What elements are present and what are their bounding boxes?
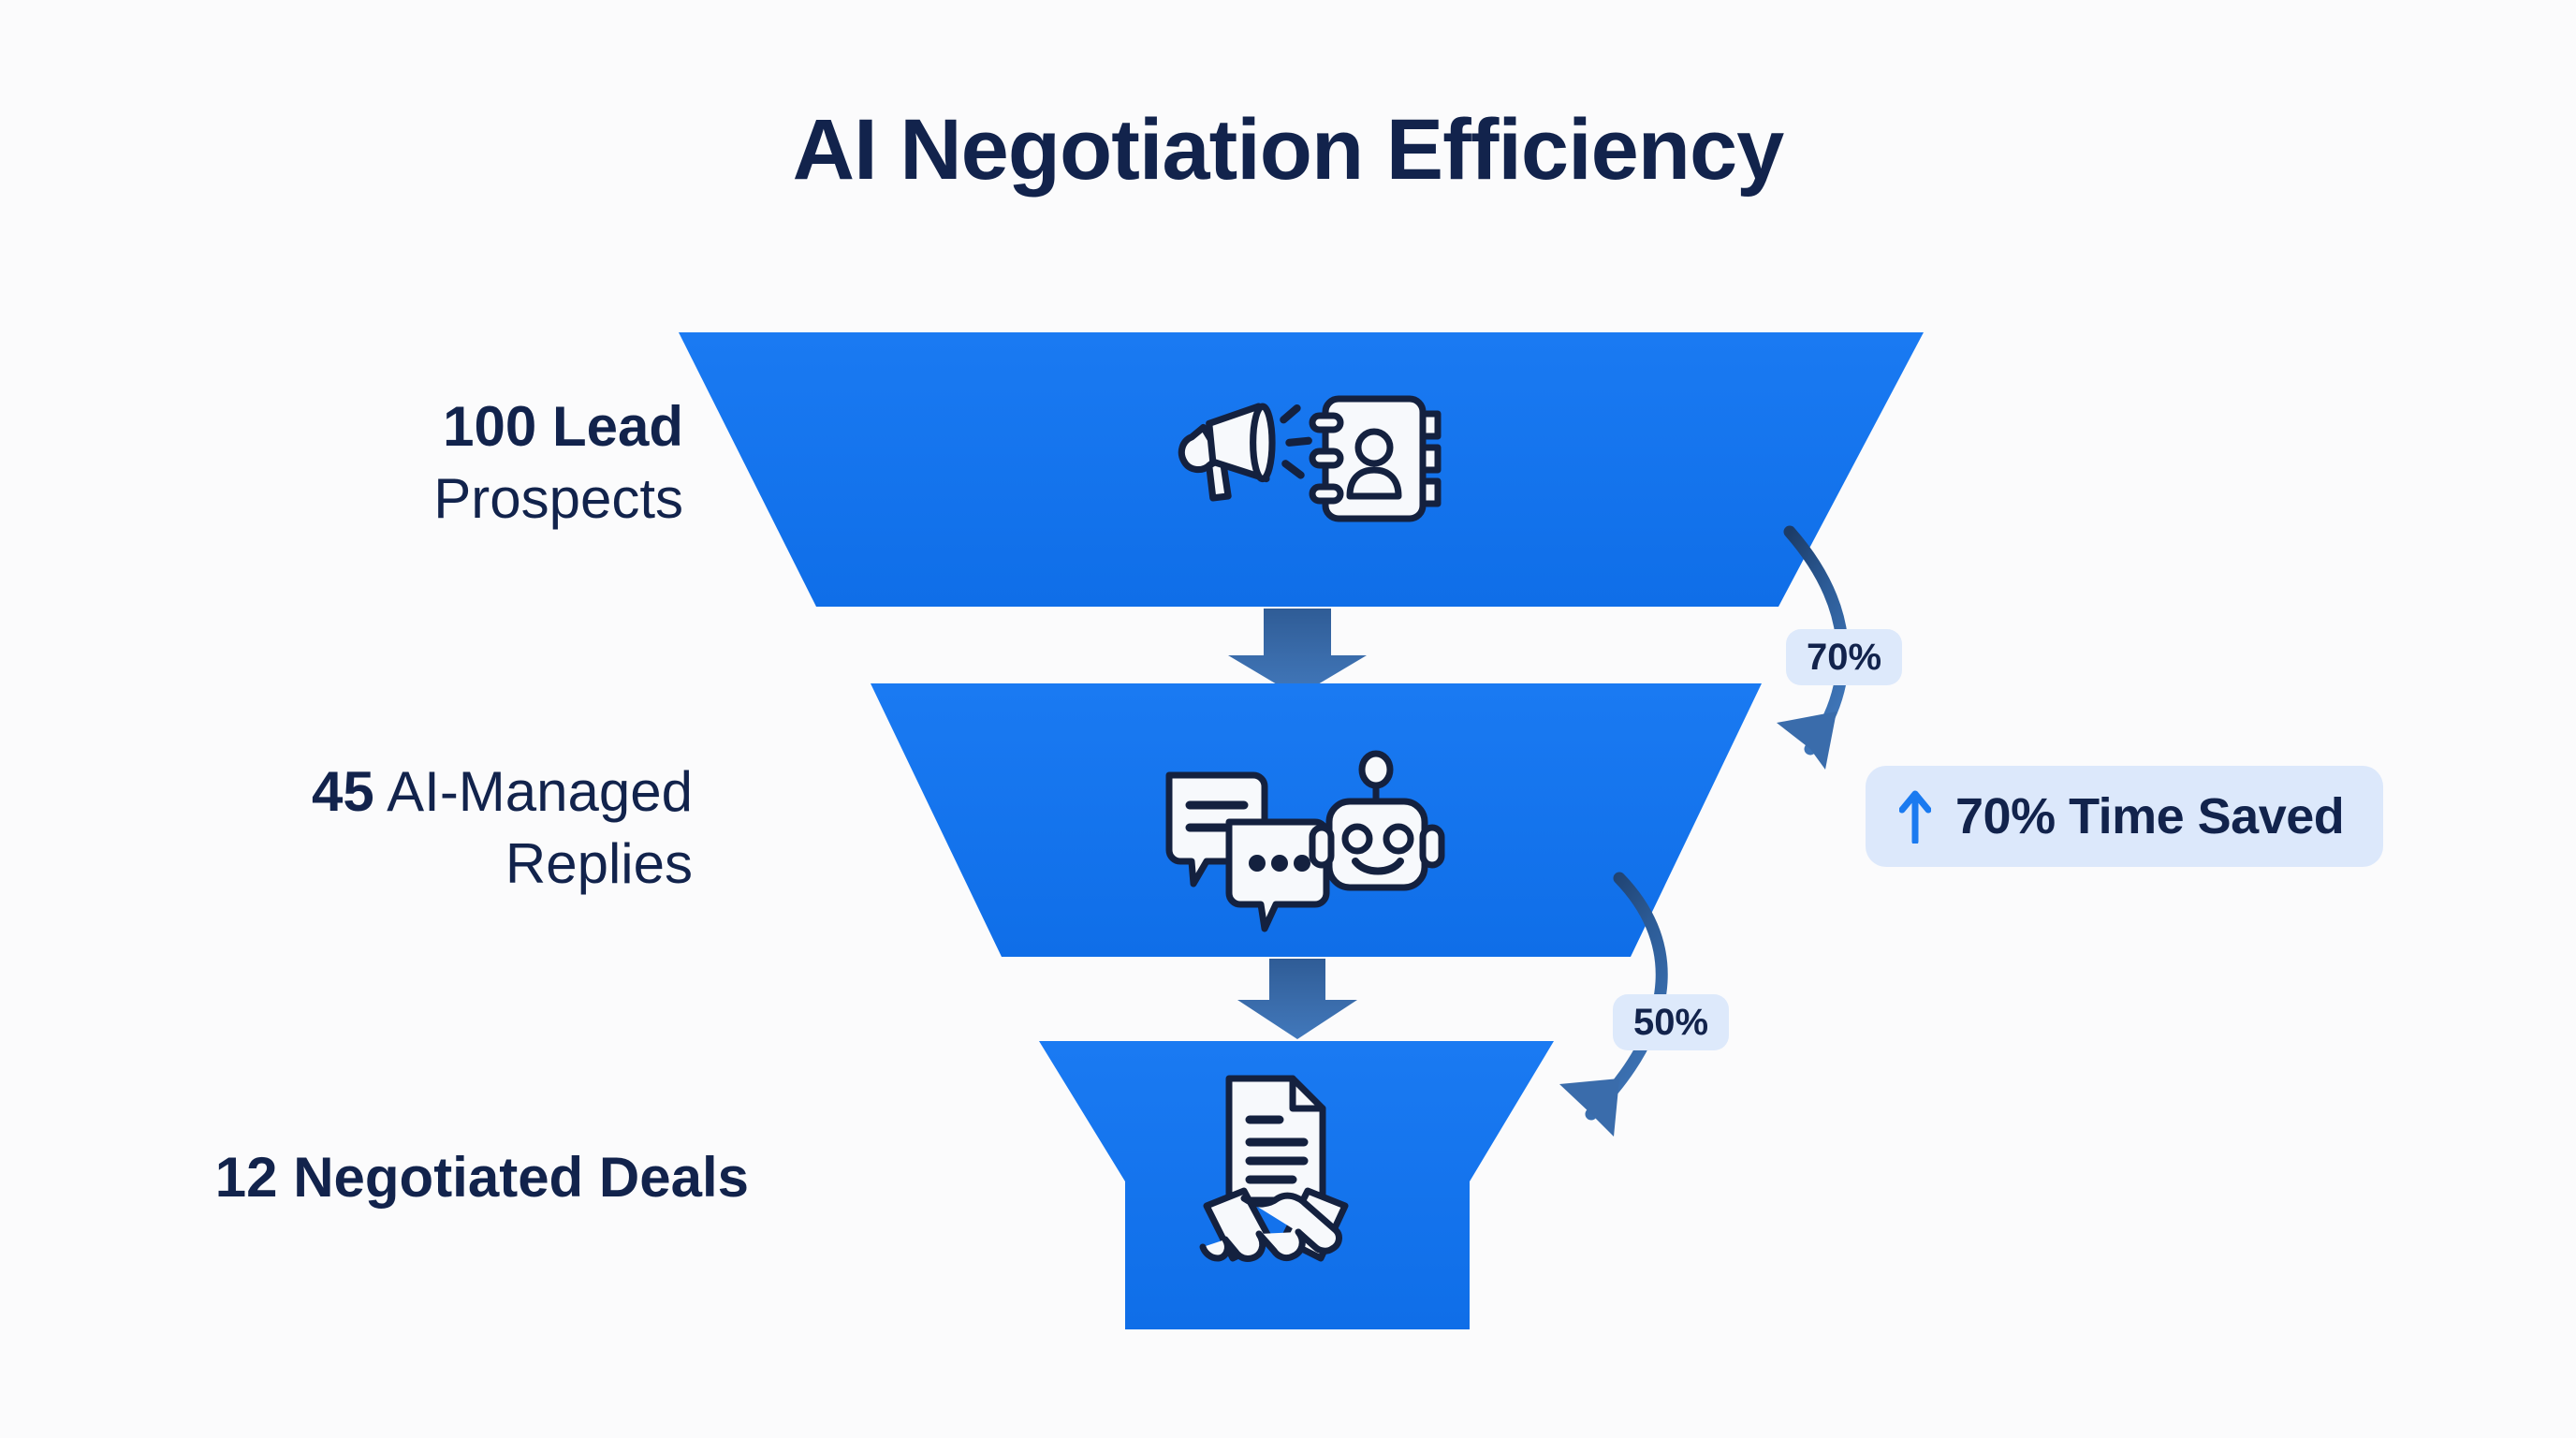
conversion-badge-50: 50% [1613, 994, 1730, 1050]
funnel-connector-arrow-1 [1228, 609, 1367, 697]
megaphone-icon [1178, 403, 1312, 502]
conversion-arrow-50 [1559, 872, 1668, 1137]
funnel-stage-lead-prospects[interactable] [679, 332, 1924, 607]
robot-icon [1309, 750, 1445, 891]
stage-label-lead-prospects: 100 Lead Prospects [234, 391, 683, 536]
contract-handshake-icon [1199, 1075, 1349, 1262]
conversion-badge-70: 70% [1786, 629, 1903, 685]
stage-value-ai-managed-replies: 45 [312, 760, 374, 823]
funnel-connector-arrow-2 [1237, 959, 1357, 1039]
stage-name-lead-prospects: Prospects [433, 466, 683, 530]
stage-label-ai-managed-replies: 45 AI-Managed Replies [206, 756, 693, 901]
stage-label-negotiated-deals: 12 Negotiated Deals [214, 1146, 749, 1209]
time-saved-text: 70% Time Saved [1955, 788, 2345, 844]
chat-bubbles-icon [1165, 771, 1330, 932]
stage-value-lead-prospects: 100 Lead [443, 395, 683, 458]
time-saved-callout: 70% Time Saved [1866, 766, 2384, 867]
page-title: AI Negotiation Efficiency [792, 102, 1785, 198]
arrow-up-icon [1899, 790, 1931, 844]
stage-name-ai-managed-replies: AI-Managed Replies [387, 760, 693, 895]
contact-book-icon [1309, 395, 1442, 522]
